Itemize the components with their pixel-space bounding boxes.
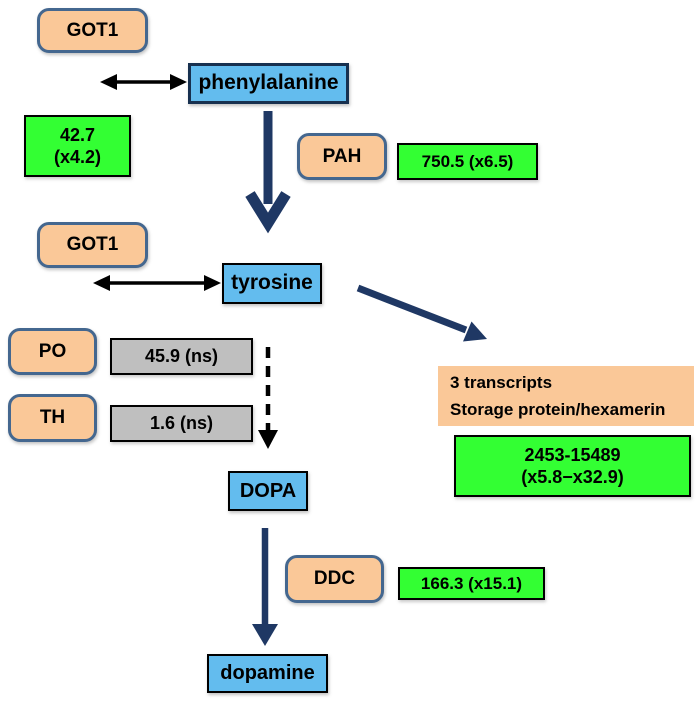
value-hexamerin: 2453-15489 (x5.8−x32.9) xyxy=(454,435,691,497)
enzyme-pah: PAH xyxy=(297,133,387,180)
double-arrow-got1-tyrosine xyxy=(93,275,221,291)
enzyme-ddc: DDC xyxy=(285,555,384,603)
value-pah: 750.5 (x6.5) xyxy=(397,143,538,180)
enzyme-po: PO xyxy=(8,328,97,375)
value-ddc: 166.3 (x15.1) xyxy=(398,567,545,600)
down-arrow-dopa-dopamine xyxy=(252,528,278,646)
value-got1: 42.7 (x4.2) xyxy=(24,115,131,177)
metabolite-dopamine: dopamine xyxy=(207,654,328,693)
annotation-hexamerin-line2: Storage protein/hexamerin xyxy=(450,400,666,419)
annotation-hexamerin-line1: 3 transcripts xyxy=(450,372,553,392)
annotation-hexamerin: 3 transcripts Storage protein/hexamerin xyxy=(438,366,694,426)
dashed-arrow-tyrosine-dopa xyxy=(258,347,278,449)
enzyme-got1-top: GOT1 xyxy=(37,8,148,53)
metabolite-tyrosine: tyrosine xyxy=(222,263,322,304)
value-hexamerin-line2: (x5.8−x32.9) xyxy=(521,467,624,487)
value-hexamerin-line1: 2453-15489 xyxy=(524,444,621,465)
value-po: 45.9 (ns) xyxy=(110,338,253,375)
value-got1-line1: 42.7 xyxy=(59,124,96,145)
value-got1-line2: (x4.2) xyxy=(53,147,102,167)
down-arrow-phenylalanine-tyrosine xyxy=(245,111,291,234)
diagonal-arrow-tyrosine-hexamerin xyxy=(356,284,487,342)
double-arrow-got1-phenylalanine xyxy=(100,74,187,90)
enzyme-got1-mid: GOT1 xyxy=(37,222,148,268)
value-th: 1.6 (ns) xyxy=(110,405,253,442)
metabolite-phenylalanine: phenylalanine xyxy=(188,63,349,104)
metabolite-dopa: DOPA xyxy=(228,471,308,511)
enzyme-th: TH xyxy=(8,394,97,442)
